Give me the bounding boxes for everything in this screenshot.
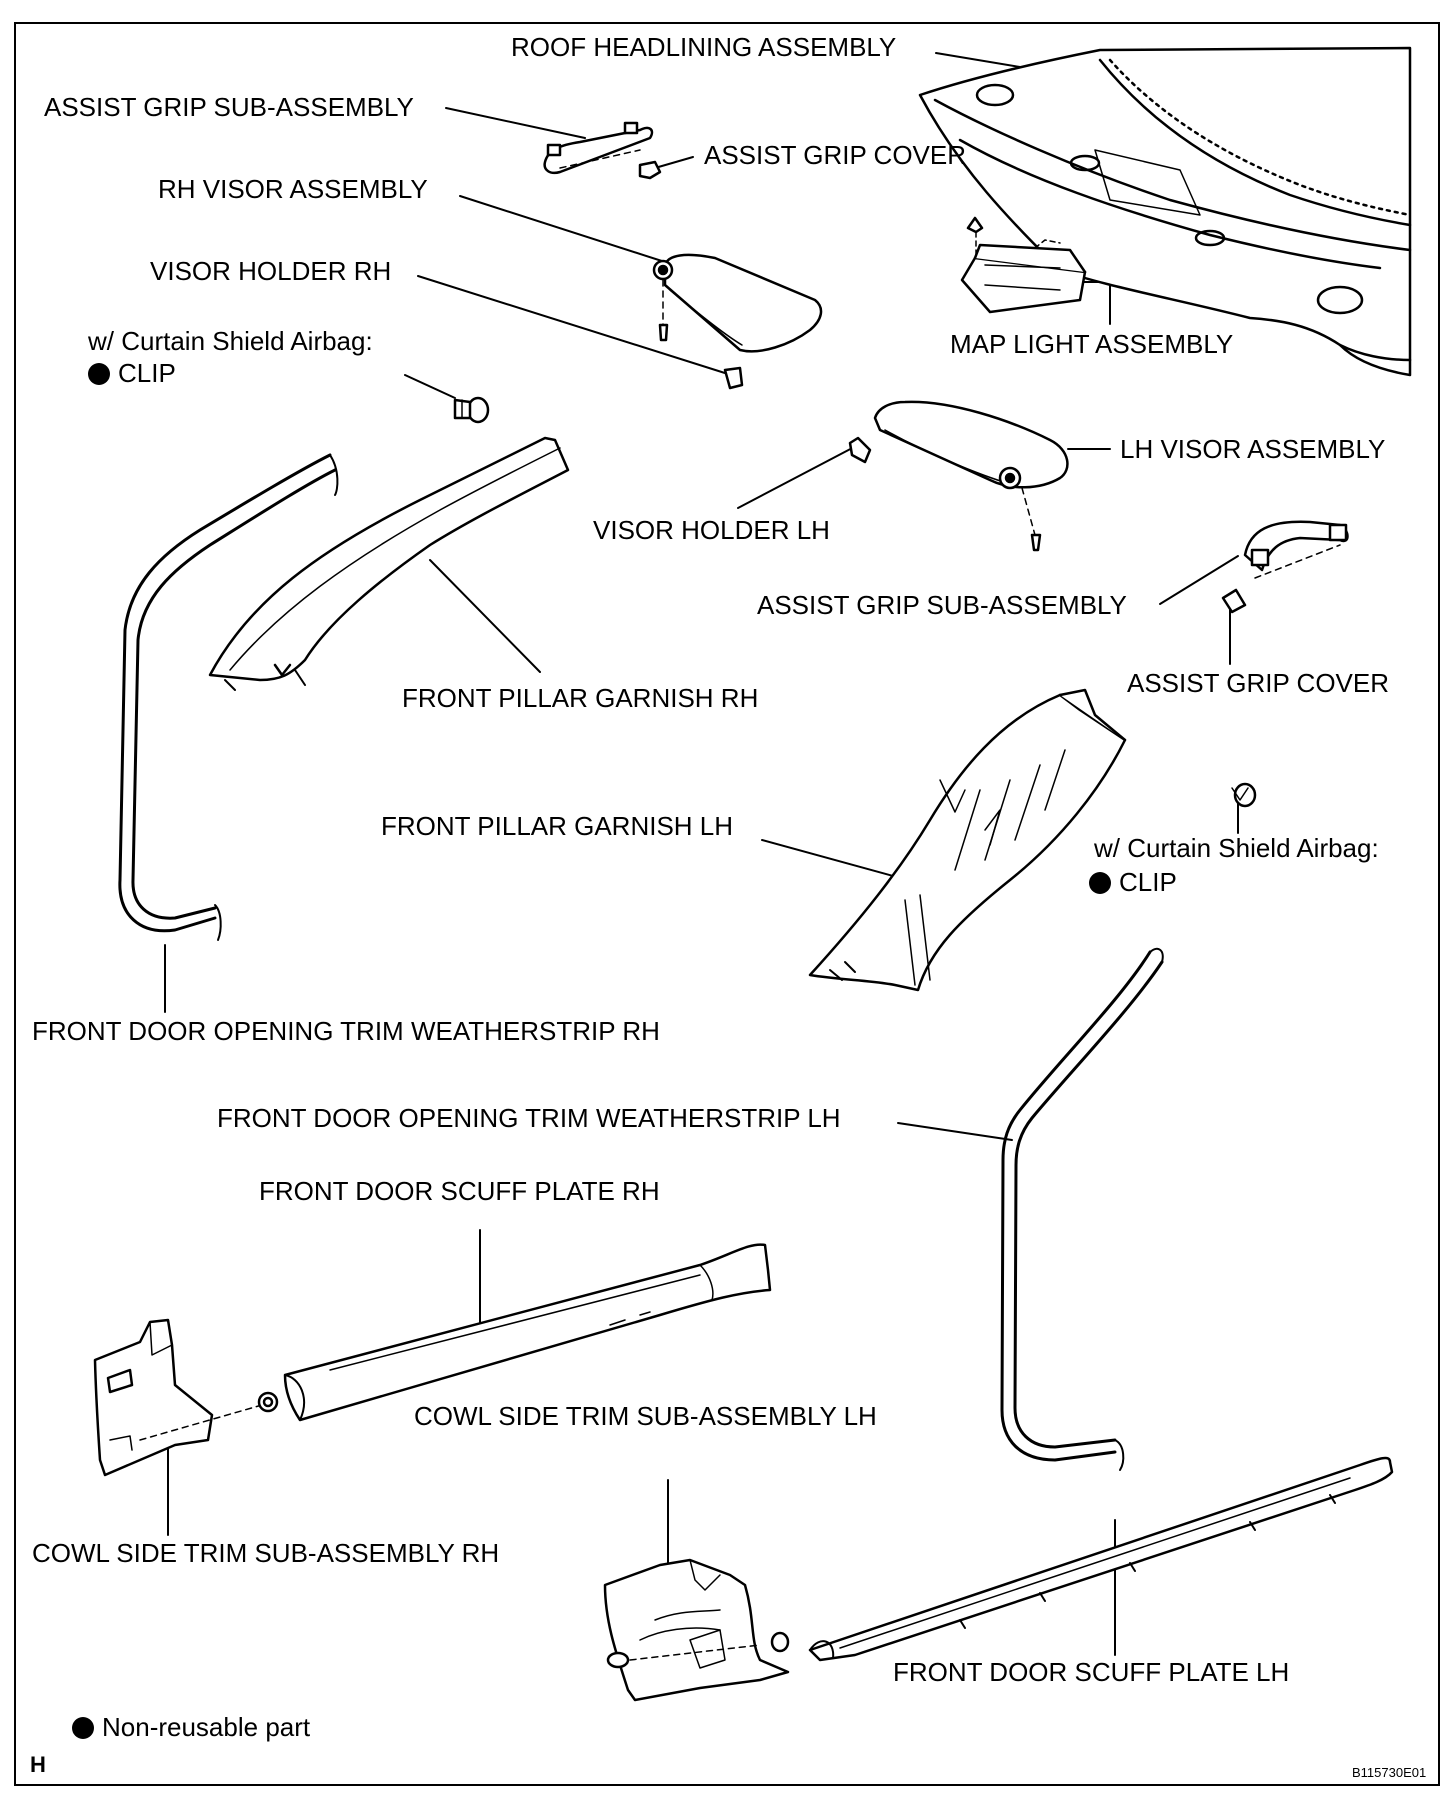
label-lh-visor: LH VISOR ASSEMBLY bbox=[1120, 434, 1386, 464]
clip-rh-drawing bbox=[453, 396, 490, 424]
assist-grip-rh-drawing bbox=[543, 121, 662, 180]
label-rh-visor: RH VISOR ASSEMBLY bbox=[158, 174, 428, 204]
assist-grip-lh-drawing bbox=[1221, 520, 1349, 614]
front-pillar-garnish-rh-drawing bbox=[208, 436, 570, 691]
label-clip-rh: CLIP bbox=[118, 358, 176, 388]
figure-id: B115730E01 bbox=[1352, 1765, 1427, 1780]
non-reusable-dot-icon bbox=[1089, 872, 1111, 894]
label-assist-grip-lh: ASSIST GRIP SUB-ASSEMBLY bbox=[757, 590, 1127, 620]
label-weatherstrip-rh: FRONT DOOR OPENING TRIM WEATHERSTRIP RH bbox=[32, 1016, 660, 1046]
leader-lines bbox=[164, 52, 1239, 1656]
label-cowl-rh: COWL SIDE TRIM SUB-ASSEMBLY RH bbox=[32, 1538, 500, 1568]
label-clip-lh: CLIP bbox=[1119, 867, 1177, 897]
cowl-side-trim-lh-drawing bbox=[603, 1558, 790, 1702]
label-front-pillar-lh: FRONT PILLAR GARNISH LH bbox=[381, 811, 734, 841]
label-scuff-rh: FRONT DOOR SCUFF PLATE RH bbox=[259, 1176, 660, 1206]
legend-non-reusable: Non-reusable part bbox=[72, 1712, 310, 1742]
weatherstrip-lh-drawing bbox=[1000, 947, 1164, 1471]
scuff-plate-rh-drawing bbox=[283, 1243, 772, 1422]
corner-letter: H bbox=[30, 1752, 46, 1777]
label-assist-grip-rh: ASSIST GRIP SUB-ASSEMBLY bbox=[44, 92, 414, 122]
clip-lh-drawing bbox=[1231, 782, 1257, 808]
non-reusable-dot-icon bbox=[72, 1717, 94, 1739]
label-assist-grip-cover-rh: ASSIST GRIP COVER bbox=[704, 140, 967, 170]
label-curtain-note-lh: w/ Curtain Shield Airbag: bbox=[1094, 833, 1379, 863]
label-weatherstrip-lh: FRONT DOOR OPENING TRIM WEATHERSTRIP LH bbox=[217, 1103, 841, 1133]
label-assist-grip-cover-lh: ASSIST GRIP COVER bbox=[1127, 668, 1390, 698]
label-cowl-lh: COWL SIDE TRIM SUB-ASSEMBLY LH bbox=[414, 1401, 877, 1431]
label-scuff-lh: FRONT DOOR SCUFF PLATE LH bbox=[893, 1657, 1290, 1687]
non-reusable-dot-icon bbox=[88, 363, 110, 385]
label-curtain-note-rh: w/ Curtain Shield Airbag: bbox=[88, 326, 373, 356]
label-visor-holder-rh: VISOR HOLDER RH bbox=[150, 256, 392, 286]
label-roof-headlining: ROOF HEADLINING ASSEMBLY bbox=[511, 32, 897, 62]
rh-visor-drawing bbox=[652, 253, 823, 390]
cowl-side-trim-rh-drawing bbox=[93, 1318, 279, 1477]
lh-visor-drawing bbox=[848, 400, 1069, 552]
label-visor-holder-lh: VISOR HOLDER LH bbox=[593, 515, 830, 545]
front-pillar-garnish-lh-drawing bbox=[808, 688, 1127, 992]
map-light-drawing bbox=[960, 216, 1087, 314]
clip-rh-row: CLIP bbox=[88, 358, 176, 388]
roof-headlining-drawing bbox=[918, 46, 1412, 377]
scuff-plate-lh-drawing bbox=[808, 1456, 1394, 1662]
legend-non-reusable-text: Non-reusable part bbox=[102, 1712, 311, 1742]
label-map-light: MAP LIGHT ASSEMBLY bbox=[950, 329, 1234, 359]
label-front-pillar-rh: FRONT PILLAR GARNISH RH bbox=[402, 683, 759, 713]
clip-lh-row: CLIP bbox=[1089, 867, 1177, 897]
weatherstrip-rh-drawing bbox=[118, 453, 339, 941]
